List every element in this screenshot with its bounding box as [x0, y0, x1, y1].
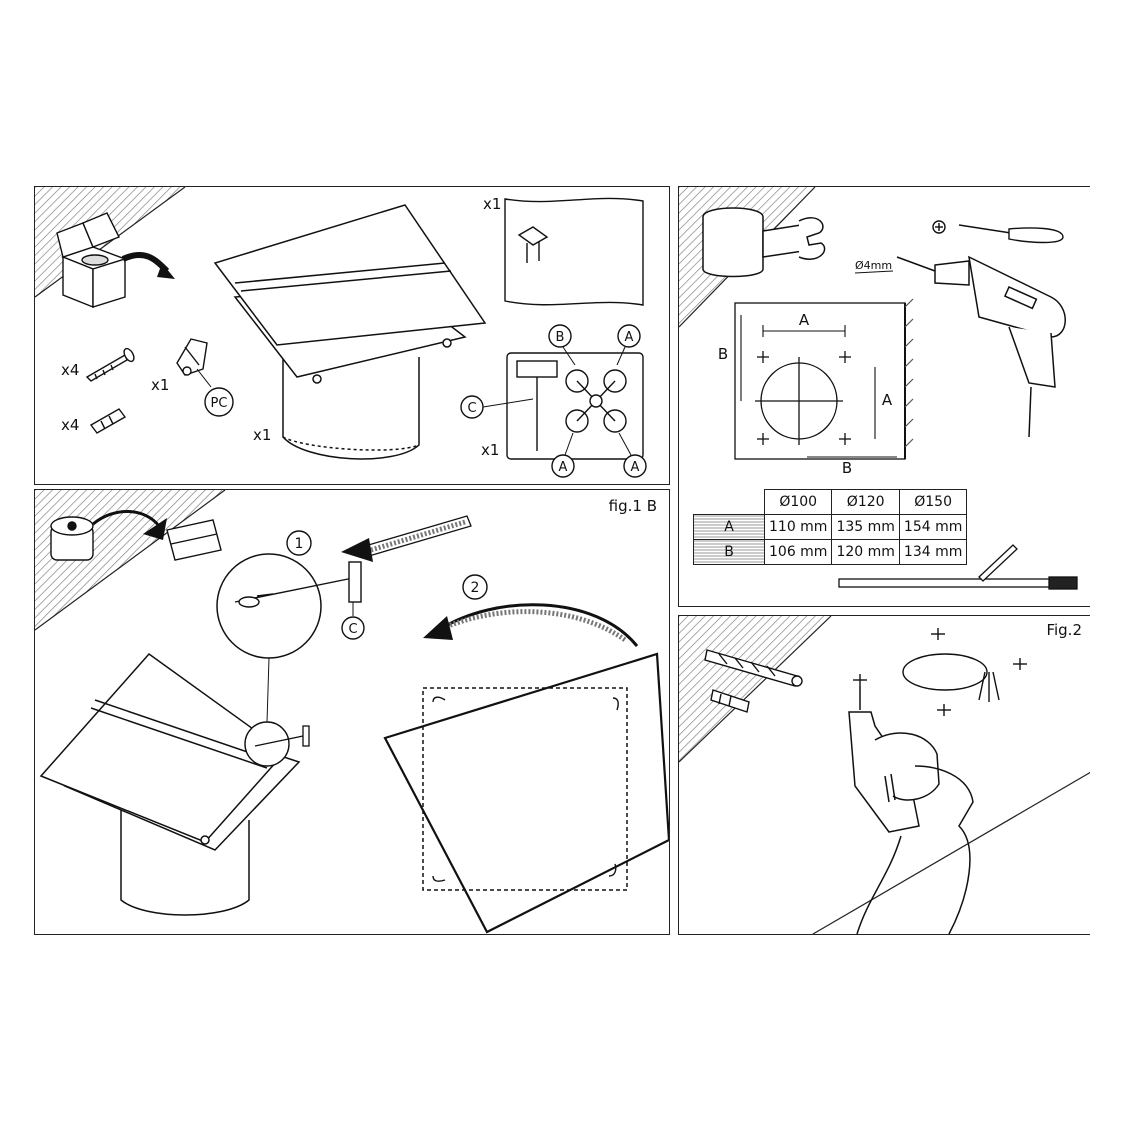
svg-text:2: 2 [471, 580, 480, 596]
qty-anchor: x4 [61, 416, 79, 434]
svg-text:C: C [348, 622, 357, 637]
insert-arrow-icon [341, 516, 471, 562]
dim-b-left: B [718, 345, 728, 363]
dim-a-top: A [799, 311, 810, 329]
svg-text:A: A [559, 460, 568, 475]
power-drill-icon [897, 257, 1065, 437]
mounting-frame-icon [507, 353, 643, 459]
row-label: A [694, 515, 765, 540]
clip-icon [177, 339, 207, 375]
wall-edge-hatch [905, 299, 913, 447]
qty-screw: x4 [61, 361, 79, 379]
hand-drill-icon [849, 686, 973, 934]
fan-cover-icon [41, 654, 299, 915]
fan-unit-icon [215, 205, 485, 459]
table-cell: 110 mm [765, 515, 832, 540]
dimensions-table: Ø100 Ø120 Ø150 A 110 mm 135 mm 154 mm B … [693, 489, 967, 565]
hole-template [735, 303, 905, 459]
pencil-icon [979, 545, 1017, 581]
motor-icon [51, 517, 93, 560]
wall-floor-edge [813, 772, 1090, 934]
qty-sheet: x1 [483, 195, 501, 213]
qty-fan: x1 [253, 426, 271, 444]
wall-anchor-icon [91, 409, 125, 433]
table-header: Ø100 [765, 490, 832, 515]
qty-clip: x1 [151, 376, 169, 394]
fig-1b-label: fig.1 B [609, 497, 657, 515]
svg-text:C: C [467, 401, 476, 416]
svg-text:A: A [631, 460, 640, 475]
table-row: A 110 mm 135 mm 154 mm [694, 515, 967, 540]
screw-icon [87, 347, 136, 381]
cover-removal-illustration: 1 C 2 [35, 490, 670, 935]
frame-outline-dashed [423, 688, 627, 890]
rotate-arrow-icon [423, 605, 637, 646]
table-cell: 120 mm [832, 540, 899, 565]
table-cell: 135 mm [832, 515, 899, 540]
wall-drilling-illustration [679, 616, 1090, 935]
svg-text:PC: PC [211, 396, 228, 411]
panel-drilling-dimensions: Ø4mm [678, 186, 1090, 607]
template-sheet-icon [505, 198, 643, 305]
frame-corner-tabs [433, 697, 618, 881]
fig-2-label: Fig.2 [1046, 621, 1082, 639]
table-cell: 154 mm [899, 515, 966, 540]
table-header-row: Ø100 Ø120 Ø150 [694, 490, 967, 515]
qty-frame: x1 [481, 441, 499, 459]
drill-marks [853, 628, 1027, 716]
row-label: B [694, 540, 765, 565]
table-cell: 106 mm [765, 540, 832, 565]
panel-fig-1b: 1 C 2 [34, 489, 670, 935]
svg-text:1: 1 [295, 536, 304, 552]
table-header: Ø120 [832, 490, 899, 515]
detail-magnifier [217, 554, 321, 658]
screwdriver-icon [933, 221, 1063, 243]
svg-text:A: A [625, 330, 634, 345]
contents-illustration: x4 x4 x1 PC [35, 187, 670, 485]
table-header: Ø150 [899, 490, 966, 515]
svg-text:B: B [556, 330, 565, 345]
dim-b-bottom: B [842, 459, 852, 477]
tape-measure-icon [839, 577, 1077, 589]
panel-fig-2: Fig.2 [678, 615, 1090, 935]
panel-package-contents: x4 x4 x1 PC [34, 186, 670, 485]
table-cell: 134 mm [899, 540, 966, 565]
dim-a-right: A [882, 391, 893, 409]
drill-size-label: Ø4mm [855, 259, 892, 272]
table-row: B 106 mm 120 mm 134 mm [694, 540, 967, 565]
